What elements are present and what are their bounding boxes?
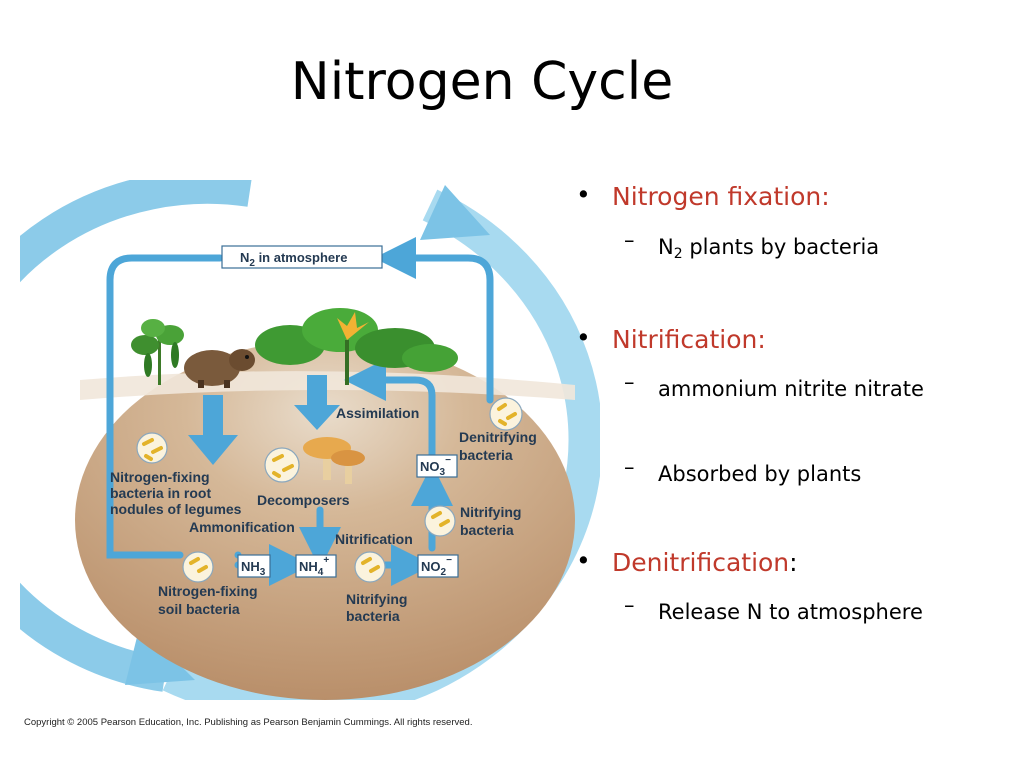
thick-flow-arrows (188, 375, 340, 465)
bacteria-cells (142, 403, 517, 573)
n2-atmosphere-label: N2 in atmosphere (240, 250, 347, 269)
nitrifying-bottom-label-1: Nitrifying (346, 591, 407, 607)
bullet-nitrification-sub-1-text: ammonium nitrite nitrate (658, 377, 924, 401)
flow-arrows (106, 237, 494, 586)
ammonification-label: Ammonification (189, 519, 295, 535)
soil-area (75, 340, 575, 700)
denitrifying-label-1: Denitrifying (459, 429, 537, 445)
bullet-denitrification-sub-text: Release N to atmosphere (658, 600, 923, 624)
dash-glyph: – (624, 228, 635, 252)
soil-bacteria-label-2: soil bacteria (158, 601, 240, 617)
nh3-box (237, 554, 271, 578)
broadleaf-plant (255, 308, 458, 385)
nh4-box (295, 554, 337, 578)
bullet-glyph: • (576, 546, 591, 575)
dash-glyph: – (624, 455, 635, 479)
bullet-glyph: • (576, 180, 591, 209)
slide-title: Nitrogen Cycle (290, 52, 674, 112)
assimilation-label: Assimilation (336, 405, 419, 421)
dash-glyph: – (624, 593, 635, 617)
denitrifying-label-2: bacteria (459, 447, 513, 463)
no2-label: NO2− (421, 555, 452, 578)
dash-glyph: – (624, 370, 635, 394)
legume-plant (131, 319, 184, 385)
no2-box (417, 554, 459, 578)
copyright-notice: Copyright © 2005 Pearson Education, Inc.… (24, 717, 473, 728)
nitrifying-top-label-2: bacteria (460, 522, 514, 538)
nh3-label: NH3 (241, 559, 266, 578)
legume-bacteria-label-3: nodules of legumes (110, 501, 242, 517)
legume-bacteria-label-2: bacteria in root (110, 485, 211, 501)
soil-bacteria-label-1: Nitrogen-fixing (158, 583, 258, 599)
bullet-fixation-sub-text: N2 plants by bacteria (658, 235, 880, 262)
nitrifying-top-label-1: Nitrifying (460, 504, 521, 520)
nh4-label: NH4+ (299, 555, 329, 578)
mushroom-illustration (303, 437, 365, 484)
no3-box (416, 454, 458, 478)
no3-label: NO3− (420, 455, 451, 478)
nitrogen-cycle-diagram: N2 in atmosphere NH3 NH4+ NO2− NO3− Assi… (20, 180, 600, 700)
nitrification-label: Nitrification (335, 531, 413, 547)
legume-bacteria-label-1: Nitrogen-fixing (110, 469, 210, 485)
n2-atmosphere-box (221, 245, 383, 269)
decomposers-label: Decomposers (257, 492, 350, 508)
bullet-nitrification-sub-2-text: Absorbed by plants (658, 462, 862, 486)
rodent-illustration (184, 349, 255, 388)
bullet-denitrification-heading: Denitrification: (612, 548, 798, 577)
nitrifying-bottom-label-2: bacteria (346, 608, 400, 624)
diagram-svg: N2 in atmosphere NH3 NH4+ NO2− NO3− Assi… (20, 180, 600, 700)
bullet-nitrification-heading: Nitrification: (612, 325, 766, 354)
bullet-glyph: • (576, 323, 591, 352)
bullet-fixation-heading: Nitrogen fixation: (612, 182, 830, 211)
